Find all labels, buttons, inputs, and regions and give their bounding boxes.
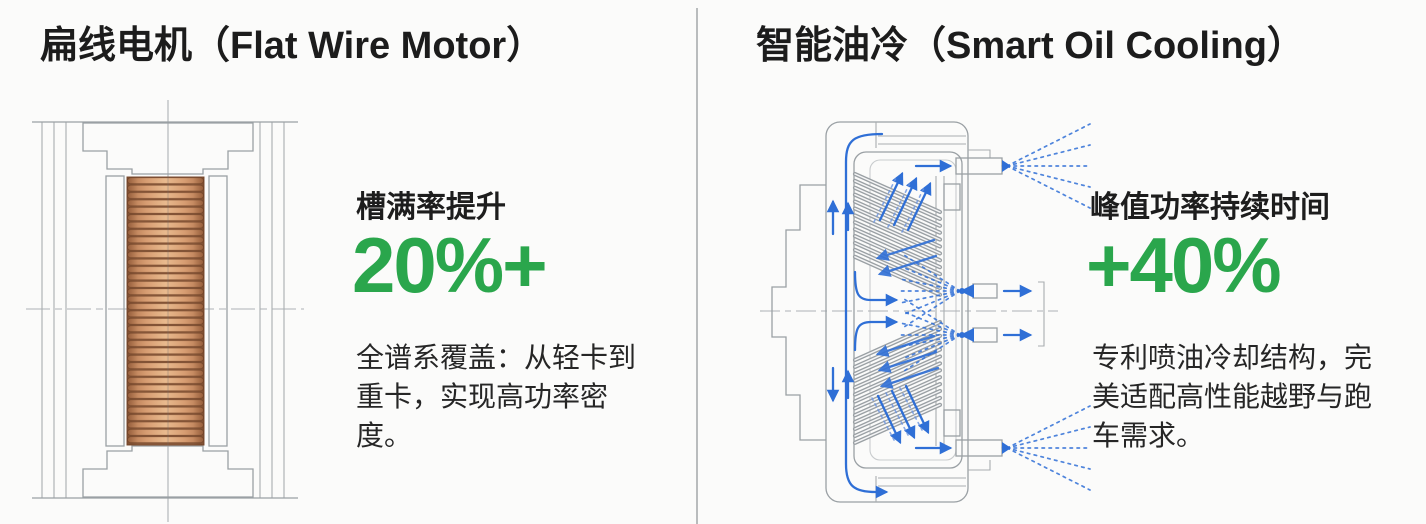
right-metric-value: +40%	[1086, 221, 1282, 309]
hatched-top-end-block	[82, 122, 254, 175]
right-description: 专利喷油冷却结构，完 美适配高性能越野与跑 车需求。	[1092, 338, 1372, 455]
mid-feed-arrows	[853, 270, 899, 352]
left-flange-steps	[771, 184, 826, 441]
right-description-line-1: 专利喷油冷却结构，完	[1092, 342, 1373, 373]
bottom-spray-nozzle	[914, 405, 1091, 491]
inner-liner-outline	[869, 159, 957, 461]
outer-shell-lines	[41, 122, 285, 498]
left-metric-label: 槽满率提升	[356, 191, 506, 224]
jacket-flow-arrows	[826, 199, 855, 403]
right-metric-label: 峰值功率持续时间	[1090, 191, 1330, 224]
copper-winding-stack	[126, 176, 205, 446]
winding-flow-arrows	[875, 238, 940, 389]
left-panel-title: 扁线电机（Flat Wire Motor）	[40, 25, 545, 67]
lower-spray-arrows	[871, 384, 930, 445]
hatched-left-column	[105, 175, 125, 447]
upper-spray-arrows	[873, 171, 932, 233]
hatched-bottom-end-block	[82, 445, 254, 498]
top-spray-nozzle	[914, 123, 1091, 209]
oil-cooling-diagram	[760, 121, 1091, 503]
flat-wire-motor-diagram	[26, 100, 304, 522]
right-panel-title: 智能油冷（Smart Oil Cooling）	[756, 25, 1305, 67]
housing-end-caps	[875, 122, 991, 502]
oil-circulation-path	[844, 132, 889, 499]
right-description-line-2: 美适配高性能越野与跑	[1092, 381, 1373, 412]
inner-cavity-outline	[853, 151, 963, 469]
left-description-line-1: 全谱系覆盖：从轻卡到	[356, 342, 637, 373]
right-bracket	[1038, 281, 1045, 347]
left-metric-value: 20%+	[352, 221, 548, 309]
panel-divider	[696, 8, 698, 524]
left-description-line-3: 度。	[356, 420, 413, 451]
right-description-line-3: 车需求。	[1092, 420, 1205, 451]
left-description-line-2: 重卡，实现高功率密	[356, 381, 609, 412]
hatched-right-column	[208, 175, 228, 447]
motor-housing-outline	[825, 121, 969, 503]
left-description: 全谱系覆盖：从轻卡到 重卡，实现高功率密 度。	[356, 338, 636, 455]
mid-left-spray-nozzle-upper	[898, 254, 1033, 328]
lower-winding-stack	[852, 319, 943, 445]
mid-left-spray-nozzle-lower	[898, 298, 1033, 372]
